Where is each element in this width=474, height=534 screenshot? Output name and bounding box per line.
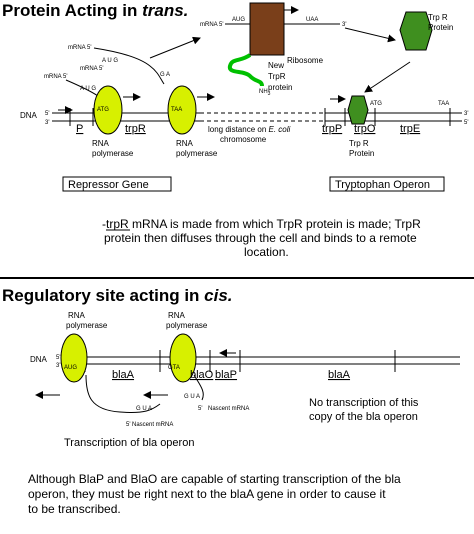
trpr-bound-line2: Protein [349,149,374,158]
dna2-5prime: 5' [56,355,60,361]
nascent-mrna-d [193,374,204,401]
long-distance-line2: chromosome [220,135,267,144]
gene-blao: blaO [190,369,214,381]
rna-letters-a: A U G [102,58,118,64]
five-prime-f: 5' [198,406,202,412]
nascent-label-a: Nascent mRNA [132,422,173,428]
ribosome-shape [249,2,285,56]
five-prime-e: 5' [126,422,130,428]
atg-label: ATG [97,107,109,113]
rna-pol-2-line1: RNA [176,139,194,148]
gene-blaa-left: blaA [112,369,135,381]
mrna-top-3prime: 3' [342,22,346,28]
rna-letters-c: A U G [80,86,96,92]
rna-pol-1-line2: polymerase [66,321,108,330]
rna-letters-f: G U A [184,394,200,400]
section2-explanation-line2: operon, they must be right next to the b… [28,487,386,501]
nascent-label-b: Nascent mRNA [208,406,249,412]
repressor-gene-label: Repressor Gene [68,179,149,191]
section-cis: Regulatory site acting in cis. RNA polym… [2,286,460,516]
dna-3prime: 3' [45,120,49,126]
nh3-label: NH3 [259,89,271,97]
uaa-label: UAA [306,17,318,23]
section1-explanation-line2: protein then diffuses through the cell a… [104,231,417,245]
trp-operon-box [329,176,445,192]
no-transcription-line2: copy of the bla operon [309,411,418,423]
arrow-ribosome-to-protein [344,27,396,43]
section2-explanation-line3: to be transcribed. [28,502,121,516]
rna-pol-1-line1: RNA [68,311,86,320]
gene-blaa-right: blaA [328,369,351,381]
nascent-mrna-a [93,47,165,85]
arrow-mrna-to-ribosome [149,36,201,59]
dna2-label: DNA [30,355,48,364]
trpr-protein-top [399,11,433,51]
rna-pol-1-line2: polymerase [92,149,134,158]
aug-label: AUG [232,17,245,23]
repressor-gene-box [62,176,172,192]
mrna-top-label: mRNA 5' [200,22,223,28]
gta-label: GTA [168,365,180,371]
dna-5prime-right: 5' [464,120,468,126]
dna-3prime-right: 3' [464,111,468,117]
atg2-label: ATG [370,101,382,107]
dna2-3prime: 3' [56,363,60,369]
aug2-label: AUG [64,365,77,371]
section2-title: Regulatory site acting in cis. [2,286,233,305]
rna-pol-2-line2: polymerase [166,321,208,330]
new-protein-chain [227,53,264,87]
new-protein-label-line3: protein [268,83,292,92]
rna-pol-2-line2: polymerase [176,149,218,158]
rna-pol-2-line1: RNA [168,311,186,320]
taa-label: TAA [171,107,182,113]
trpr-protein-top-line1: Trp R [428,13,448,22]
section1-title: Protein Acting in trans. [2,1,188,20]
gene-trpo: trpO [354,123,376,135]
section1-explanation-line3: location. [244,245,289,259]
gene-trpe: trpE [400,123,420,135]
nascent-mrna-b [65,79,99,97]
dna-label: DNA [20,111,38,120]
section1-explanation-line1: -trpR mRNA is made from which TrpR prote… [102,217,421,231]
mrna-b-label: mRNA 5' [44,74,67,80]
ribosome-label: Ribosome [287,56,324,65]
rna-polymerase-4 [169,333,197,383]
trpr-protein-top-line2: Protein [428,23,453,32]
arrow-protein-to-operator [364,61,411,93]
mrna-c-label: mRNA 5' [80,66,103,72]
rna-pol-1-line1: RNA [92,139,110,148]
gene-trpp: trpP [322,123,342,135]
rna-letters-b: G A [160,72,170,78]
gene-trpr: trpR [125,123,146,135]
trpr-protein-bound [347,95,369,125]
no-transcription-line1: No transcription of this [309,397,419,409]
rna-polymerase-3 [60,333,88,383]
section2-explanation-line1: Although BlaP and BlaO are capable of st… [28,472,401,486]
rna-polymerase-1 [93,85,123,135]
trpr-bound-line1: Trp R [349,139,369,148]
new-protein-label-line2: TrpR [268,72,286,81]
rna-polymerase-2 [167,85,197,135]
nascent-mrna-c [85,374,161,413]
dna-5prime: 5' [45,111,49,117]
trp-operon-label: Tryptophan Operon [335,179,430,191]
new-protein-label-line1: New [268,61,284,70]
taa2-label: TAA [438,101,449,107]
gene-p: P [76,123,83,135]
section-trans: Protein Acting in trans. mRNA 5' AUG UAA… [2,1,468,259]
rna-letters-e: G U A [136,406,152,412]
mrna-a-label: mRNA 5' [68,45,91,51]
gene-blap: blaP [215,369,237,381]
long-distance-line1: long distance on E. coli [208,125,291,134]
transcription-of-label: Transcription of bla operon [64,437,194,449]
